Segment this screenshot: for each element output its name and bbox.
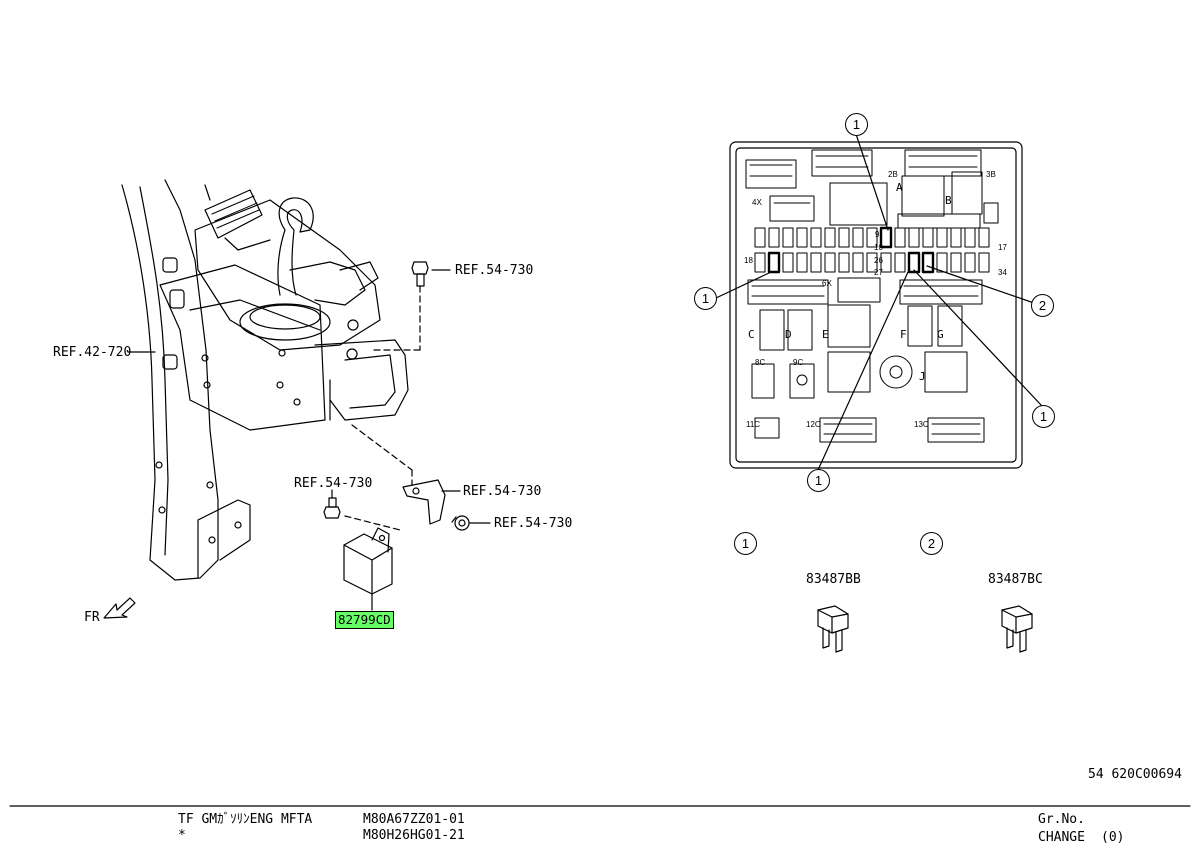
callout-left[interactable]: 1 [694, 287, 717, 310]
connector-label-f: F [900, 328, 907, 341]
fr-direction-label: FR [84, 610, 100, 625]
row-number-18: 18 [744, 256, 753, 265]
connector-label-6x: 6X [822, 279, 832, 288]
connector-label-9c: 9C [793, 358, 804, 367]
fr-arrow [103, 597, 136, 619]
part-number-82799cd[interactable]: 82799CD [335, 611, 394, 629]
row-number-34: 34 [998, 268, 1007, 277]
legend-index-2[interactable]: 2 [920, 532, 943, 555]
callout-leaders [715, 133, 1043, 471]
connector-label-e: E [822, 328, 829, 341]
footer-change-label: CHANGE [1038, 830, 1085, 845]
callout-right-lower[interactable]: 1 [1032, 405, 1055, 428]
pedal-base [194, 199, 409, 421]
row-number-27: 27 [874, 268, 883, 277]
footer-change-value: (0) [1101, 830, 1125, 845]
footer-model: TF GMｶﾞｿﾘﾝENG MFTA [178, 812, 313, 827]
connector-label-a: A [896, 181, 903, 194]
highlighted-fuses [767, 226, 935, 274]
connector-label-2b: 2B [888, 170, 898, 179]
legend-index-1[interactable]: 1 [734, 532, 757, 555]
connector-label-j: J [919, 370, 926, 383]
connector-label-g: G [937, 328, 944, 341]
footer-code-1: M80A67ZZ01-01 [363, 812, 465, 827]
connector-label-4x: 4X [752, 198, 762, 207]
footer-star: * [178, 828, 186, 843]
connector-label-3b: 3B [986, 170, 996, 179]
callout-bottom[interactable]: 1 [807, 469, 830, 492]
row-number-10: 10 [874, 243, 883, 252]
callout-right[interactable]: 2 [1031, 294, 1054, 317]
relay-bracket [402, 479, 461, 525]
ref-54-730-nut-label[interactable]: REF.54-730 [494, 516, 573, 531]
ref-54-730-bracket-label[interactable]: REF.54-730 [463, 484, 542, 499]
callout-top[interactable]: 1 [845, 113, 868, 136]
connector-label-12c: 12C [806, 420, 821, 429]
pedal-pad [204, 189, 271, 251]
page-code: 54 620C00694 [1088, 767, 1182, 782]
connector-label-d: D [785, 328, 792, 341]
footer-code-2: M80H26HG01-21 [363, 828, 465, 843]
fuse-box-connectors [745, 149, 999, 443]
footer-gr-no: Gr.No. [1038, 812, 1085, 827]
top-bolt [371, 261, 451, 351]
hook-lever [277, 197, 379, 306]
mounting-pillar [121, 179, 251, 581]
part-number-83487bb[interactable]: 83487BB [806, 572, 861, 587]
fuse-box-outline [729, 141, 1023, 469]
connector-label-8c: 8C [755, 358, 766, 367]
ref-54-730-bolt-label[interactable]: REF.54-730 [294, 476, 373, 491]
part-number-83487bc[interactable]: 83487BC [988, 572, 1043, 587]
flasher-relay [343, 527, 393, 611]
connector-label-13c: 13C [914, 420, 929, 429]
ref-54-730-top-label[interactable]: REF.54-730 [455, 263, 534, 278]
row-number-9: 9 [875, 230, 880, 239]
row-number-26: 26 [874, 256, 883, 265]
relay-bolt [323, 489, 341, 519]
connector-label-11c: 11C [746, 420, 761, 429]
connector-label-b: B [945, 194, 952, 207]
mini-fuse-1 [817, 605, 849, 653]
mini-fuse-2 [1001, 605, 1033, 653]
ref-42-720-label[interactable]: REF.42-720 [53, 345, 132, 360]
relay-nut [451, 515, 491, 531]
bracket-plate [159, 257, 326, 431]
row-number-17: 17 [998, 243, 1007, 252]
connector-label-c: C [748, 328, 755, 341]
relay-dash-leaders [344, 424, 413, 531]
